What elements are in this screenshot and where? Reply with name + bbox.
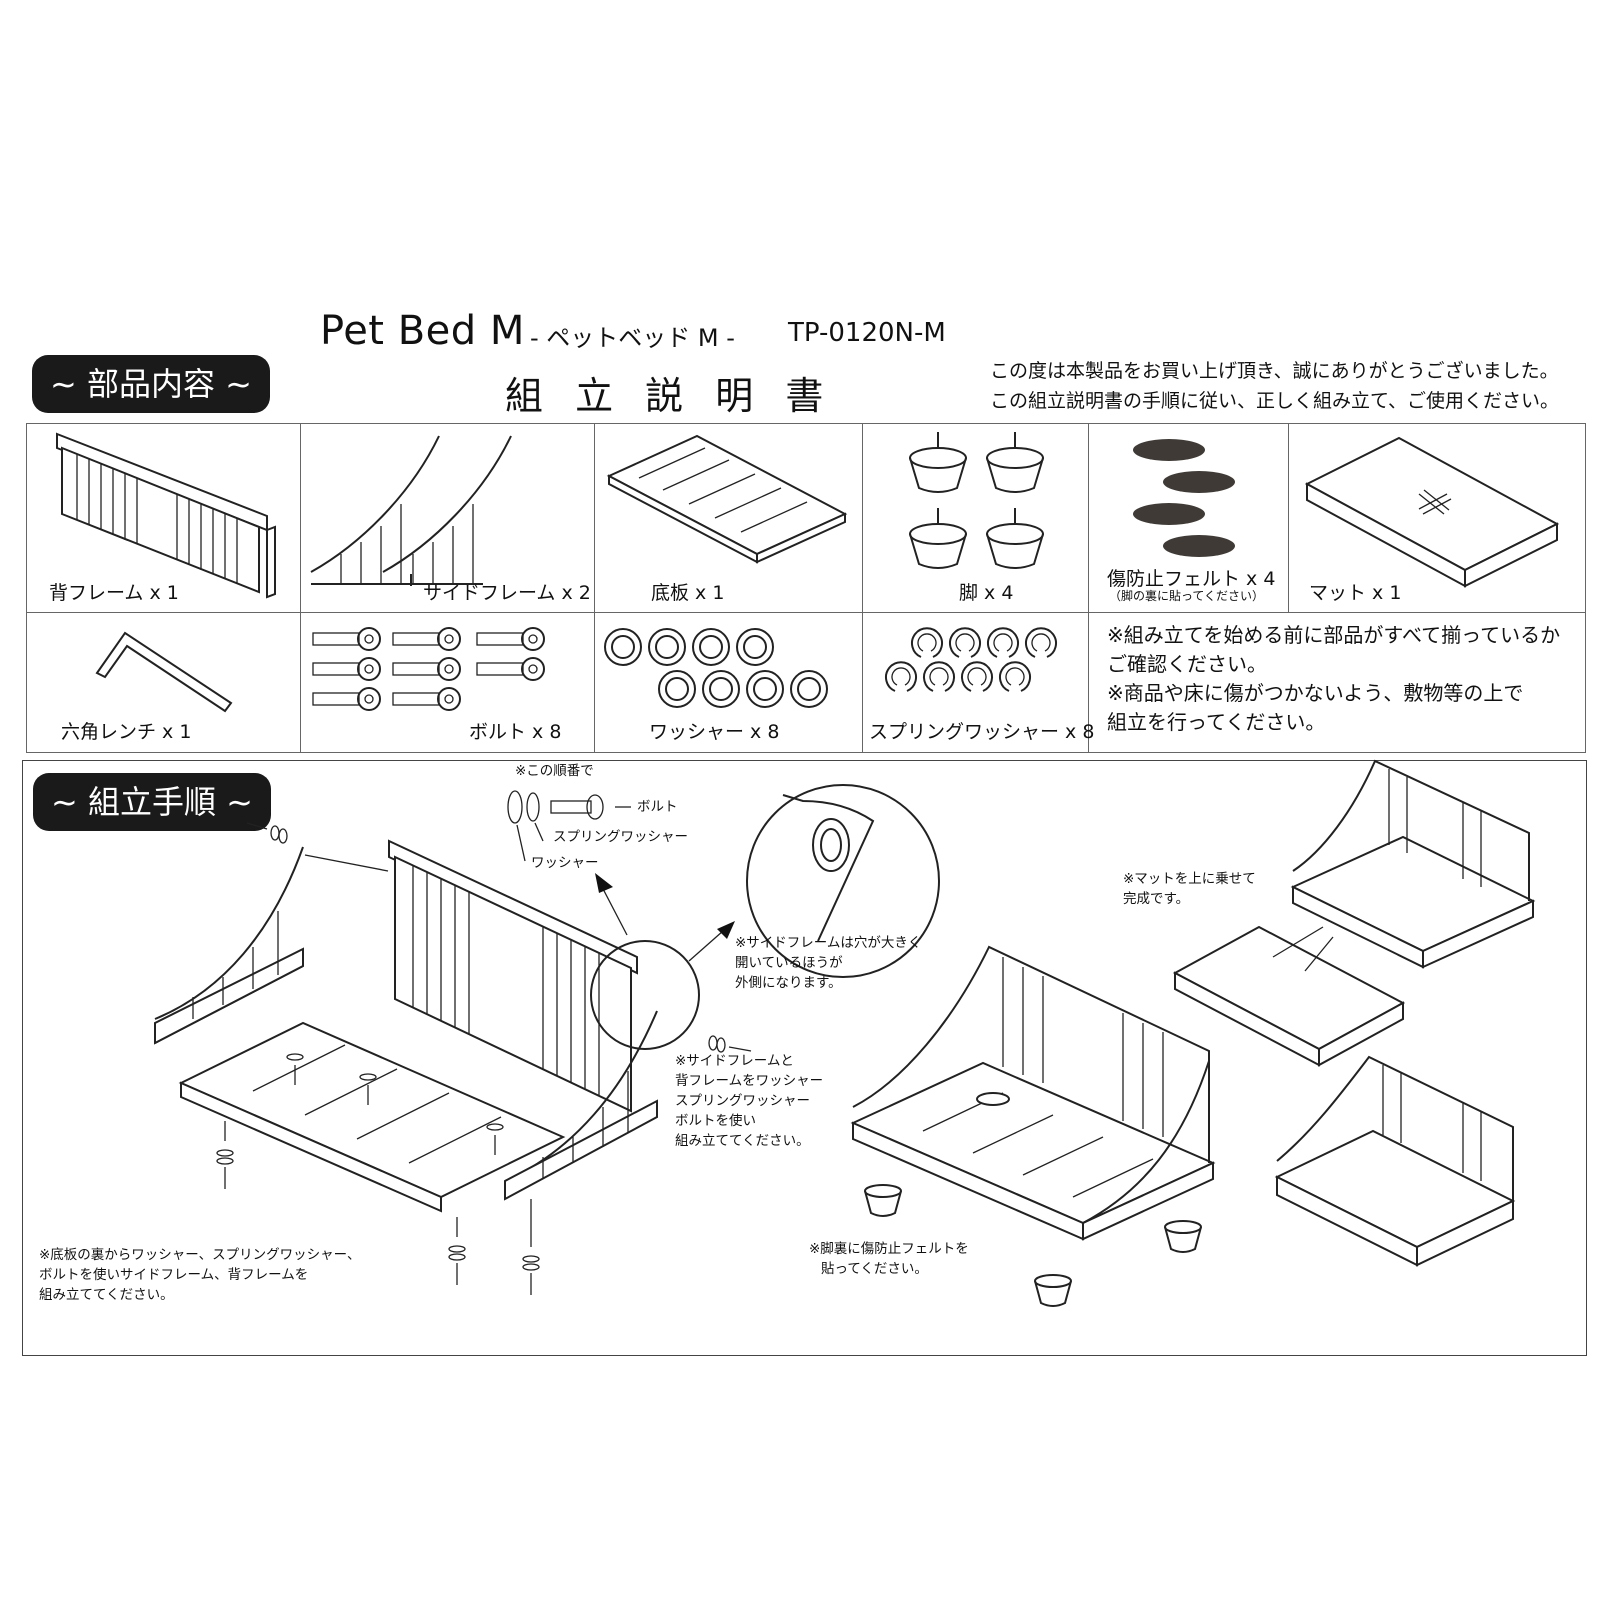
part-cell-washers: ワッシャー x 8: [595, 613, 863, 753]
order-spring-washer-label: スプリングワッシャー: [553, 829, 688, 845]
bolt-icon: [312, 627, 545, 711]
bottom-note-2: ボルトを使いサイドフレーム、背フレームを: [39, 1267, 309, 1283]
product-name-jp: - ペットベッド M -: [530, 324, 735, 352]
exploded-back-frame: [388, 839, 638, 1113]
parts-notes: ※組み立てを始める前に部品がすべて揃っているか ご確認ください。 ※商品や床に傷…: [1089, 613, 1585, 753]
spring-washer-icon: [885, 627, 1057, 692]
join-note-3: スプリングワッシャー: [675, 1093, 810, 1109]
join-note-4: ボルトを使い: [675, 1113, 756, 1129]
spring-washers-illustration: [885, 627, 1057, 692]
model-number: TP-0120N-M: [788, 318, 946, 348]
hardware-stacks: [216, 822, 752, 1295]
order-washer-label: ワッシャー: [531, 855, 599, 871]
exploded-side-frame-right: [504, 1010, 658, 1201]
part-label-mat: マット x 1: [1309, 582, 1402, 604]
thanks-line-2: この組立説明書の手順に従い、正しく組み立て、ご使用ください。: [990, 390, 1560, 412]
assembly-diagram: [154, 759, 1536, 1307]
thanks-line-1: この度は本製品をお買い上げ頂き、誠にありがとうございました。: [990, 360, 1559, 382]
part-cell-bolts: ボルト x 8: [301, 613, 595, 753]
hole-note-2: 開いているほうが: [735, 955, 843, 971]
back-frame-illustration: [56, 432, 276, 599]
felt-note-1: ※脚裏に傷防止フェルトを: [809, 1241, 969, 1257]
mat-illustration: [1304, 436, 1560, 588]
assembled-frame-with-legs: [850, 945, 1216, 1307]
assembly-panel: ~ 組立手順 ~: [22, 759, 1587, 1356]
part-label-hex-wrench: 六角レンチ x 1: [61, 721, 192, 743]
washer-icon: [604, 628, 828, 708]
mat-note-2: 完成です。: [1123, 891, 1190, 907]
part-cell-base-board: 底板 x 1: [595, 424, 863, 613]
base-board-illustration: [606, 434, 848, 564]
part-cell-spring-washers: スプリングワッシャー x 8: [863, 613, 1094, 753]
order-note: ※この順番で: [515, 763, 594, 779]
exploded-base-board: [178, 1021, 566, 1213]
part-cell-hex-wrench: 六角レンチ x 1: [27, 613, 301, 753]
detail-circle-small: [590, 940, 700, 1050]
order-legend: [507, 790, 631, 862]
part-sublabel-felt: （脚の裏に貼ってください）: [1109, 589, 1265, 603]
parts-heading: ~ 部品内容 ~: [32, 355, 270, 413]
legs-illustration: [909, 432, 1044, 569]
join-note-5: 組み立ててください。: [675, 1133, 810, 1149]
finished-bed-with-mat: [1274, 1055, 1516, 1267]
part-label-side-frame: サイドフレーム x 2: [423, 582, 591, 604]
washers-illustration: [604, 628, 828, 708]
detail-circle-large: [746, 784, 940, 978]
parts-note-3: ※商品や床に傷がつかないよう、敷物等の上で: [1107, 681, 1524, 705]
order-bolt-label: ボルト: [637, 799, 678, 815]
part-label-back-frame: 背フレーム x 1: [49, 582, 179, 604]
part-label-base-board: 底板 x 1: [651, 582, 725, 604]
felt-pads-illustration: [1133, 439, 1235, 557]
parts-note-1: ※組み立てを始める前に部品がすべて揃っているか: [1107, 623, 1561, 647]
leg-icon: [909, 432, 1044, 569]
finished-bed-frame: [1290, 759, 1536, 969]
mat-drop: [1172, 925, 1406, 1067]
assembly-heading: ~ 組立手順 ~: [33, 773, 271, 831]
hole-note-3: 外側になります。: [735, 975, 842, 991]
parts-note-2: ご確認ください。: [1107, 652, 1267, 676]
felt-note-2: 貼ってください。: [821, 1261, 928, 1277]
document-title: 組 立 説 明 書: [505, 374, 834, 418]
hole-note-1: ※サイドフレームは穴が大きく: [735, 935, 922, 951]
hex-wrench-illustration: [95, 631, 233, 713]
product-name: Pet Bed M: [320, 308, 525, 354]
part-label-felt: 傷防止フェルト x 4: [1107, 568, 1276, 590]
part-label-washers: ワッシャー x 8: [649, 721, 780, 743]
bottom-note-3: 組み立ててください。: [39, 1287, 174, 1303]
mat-note-1: ※マットを上に乗せて: [1123, 871, 1256, 887]
bottom-note-1: ※底板の裏からワッシャー、スプリングワッシャー、: [39, 1247, 361, 1263]
part-cell-mat: マット x 1: [1289, 424, 1585, 613]
part-cell-legs: 脚 x 4: [863, 424, 1089, 613]
part-cell-side-frame: サイドフレーム x 2: [301, 424, 595, 613]
side-frame-illustration: [310, 435, 512, 586]
part-cell-back-frame: 背フレーム x 1: [27, 424, 301, 613]
parts-table: 背フレーム x 1 サイドフレーム x 2 底板 x 1: [26, 423, 1586, 753]
join-note-1: ※サイドフレームと: [675, 1053, 794, 1069]
join-note-2: 背フレームをワッシャー: [675, 1073, 824, 1089]
exploded-side-frame-left: [154, 846, 389, 1045]
part-label-bolts: ボルト x 8: [469, 721, 562, 743]
part-label-legs: 脚 x 4: [959, 582, 1014, 604]
part-cell-felt: 傷防止フェルト x 4 （脚の裏に貼ってください）: [1089, 424, 1289, 613]
bolts-illustration: [312, 627, 545, 711]
parts-note-4: 組立を行ってください。: [1107, 710, 1326, 734]
part-label-spring-washers: スプリングワッシャー x 8: [869, 721, 1095, 743]
